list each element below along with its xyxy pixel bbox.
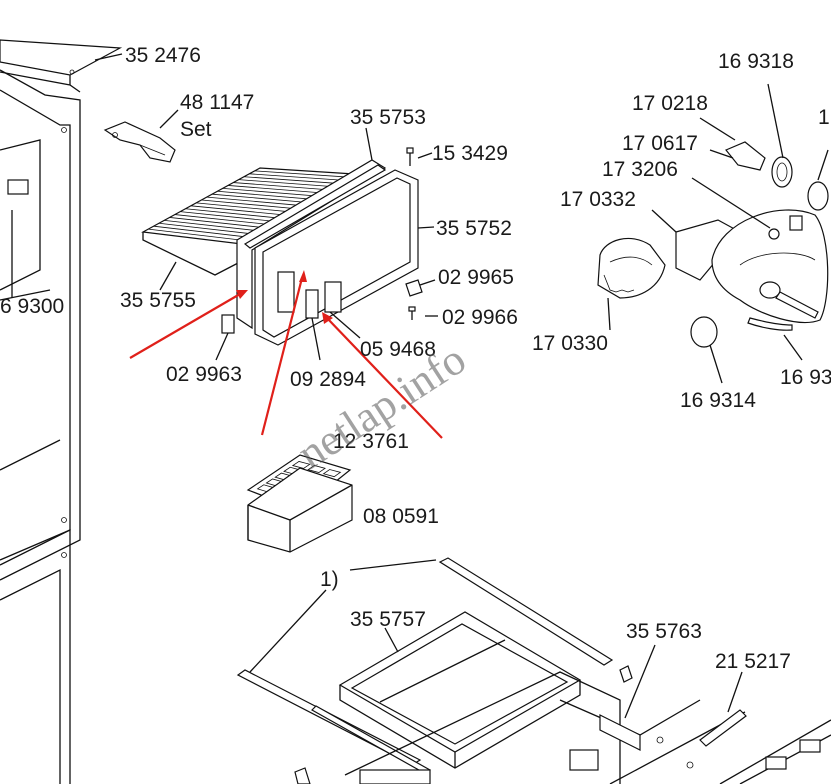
arrow-3 [326,317,443,439]
label-02-9966: 02 9966 [442,306,518,329]
label-16-9314: 16 9314 [680,389,756,412]
crisper-drawer-part [338,611,582,769]
part-labels: 35 2476 48 1147 Set 35 5753 15 3429 35 5… [0,44,831,673]
leader-lines [11,53,829,719]
thermostat-housing-group [597,141,829,348]
label-35-2476: 35 2476 [125,44,201,67]
ice-cube-cell [307,465,326,473]
label-1-cut: 1 [818,106,830,129]
label-note-1: 1) [320,568,339,591]
label-12-3761: 12 3761 [333,430,409,453]
arrow-1 [129,293,241,359]
label-17-0617: 17 0617 [622,132,698,155]
arrowhead-3 [322,312,333,324]
red-arrows [129,270,443,439]
label-6-9300: 6 9300 [0,295,64,318]
label-15-3429: 15 3429 [432,142,508,165]
cabinet-side-panel [0,69,81,784]
label-02-9963: 02 9963 [166,363,242,386]
label-35-5752: 35 5752 [436,217,512,240]
label-17-0218: 17 0218 [632,92,708,115]
label-set: Set [180,118,212,141]
label-09-2894: 09 2894 [290,368,366,391]
arrow-2 [260,277,304,436]
label-48-1147: 48 1147 [180,91,254,114]
label-35-5757: 35 5757 [350,608,426,631]
label-16-9318: 16 9318 [718,50,794,73]
label-02-9965: 02 9965 [438,266,514,289]
label-08-0591: 08 0591 [363,505,439,528]
label-16-93-cut: 16 93 [780,366,831,389]
lower-cabinet-frame [294,665,831,784]
arrowhead-2 [299,270,307,282]
label-35-5753: 35 5753 [350,106,426,129]
label-35-5763: 35 5763 [626,620,702,643]
label-17-0330: 17 0330 [532,332,608,355]
label-21-5217: 21 5217 [715,650,791,673]
label-17-0332: 17 0332 [560,188,636,211]
hinge-bracket-part [103,121,176,163]
arrowhead-1 [236,290,248,299]
top-rail-part [0,39,123,93]
small-parts [221,147,423,334]
label-17-3206: 17 3206 [602,158,678,181]
ice-cube-cell [322,469,342,478]
ice-tray-part [246,454,353,553]
label-05-9468: 05 9468 [360,338,436,361]
label-35-5755: 35 5755 [120,289,196,312]
